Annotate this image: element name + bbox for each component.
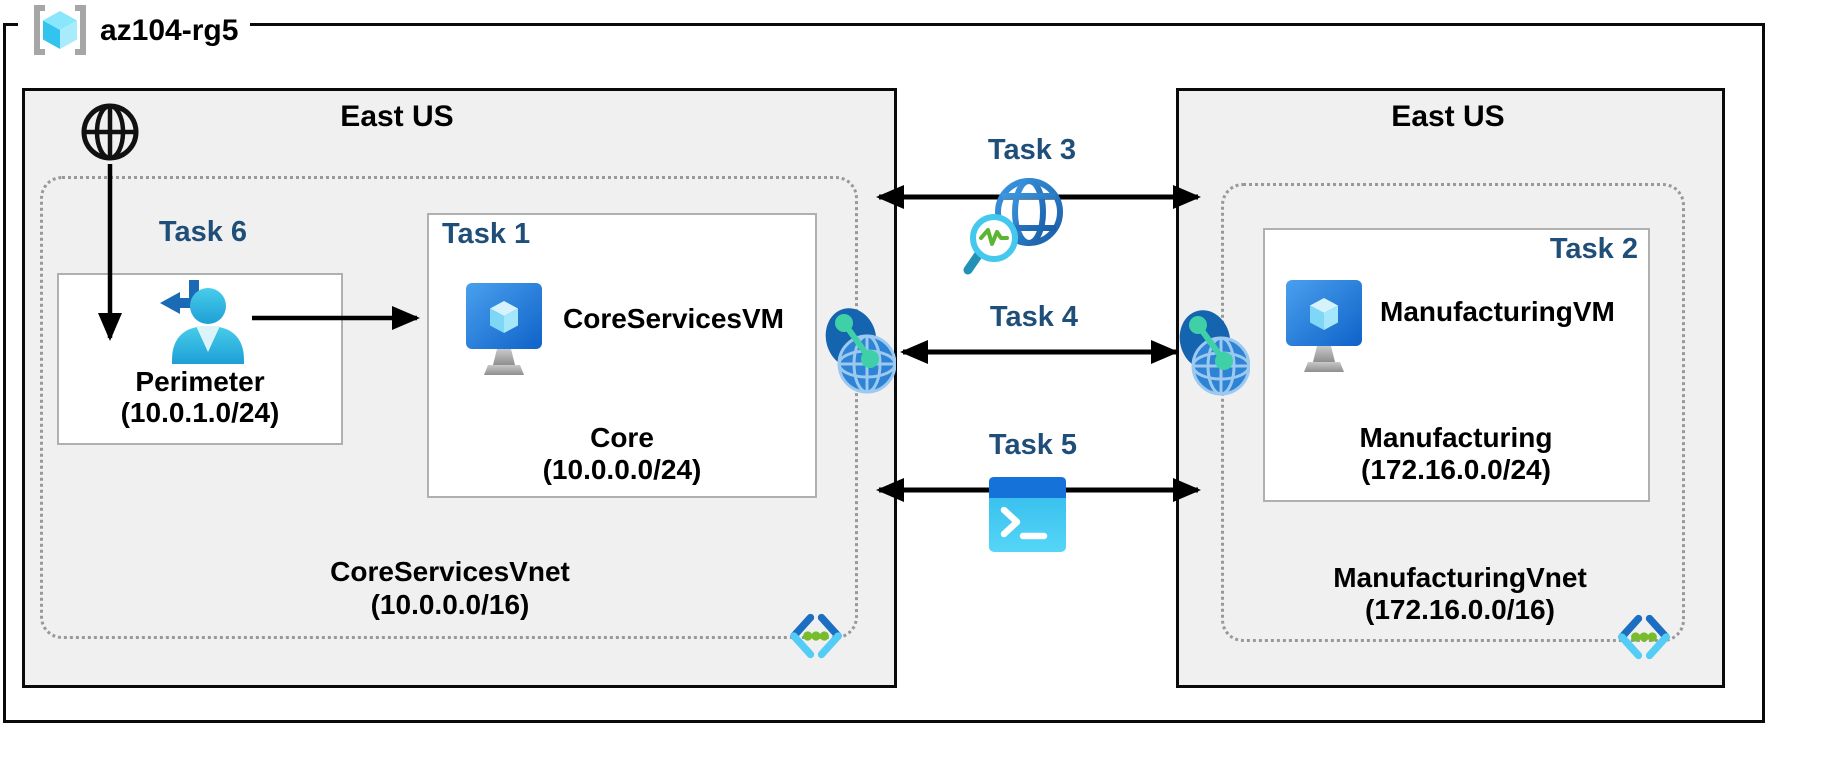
vnet-manufacturing-name: ManufacturingVnet: [1333, 562, 1587, 593]
task4-label: Task 4: [989, 301, 1079, 333]
resource-group-title: az104-rg5: [100, 14, 239, 47]
internet-globe-icon: [81, 103, 139, 161]
subnet-core-name: Core: [590, 422, 654, 453]
virtual-machine-icon: [466, 283, 542, 375]
vnet-peering-icon: [825, 308, 896, 394]
virtual-network-icon: [1618, 614, 1670, 660]
task3-label: Task 3: [987, 134, 1077, 166]
vnet-peering-icon: [1179, 310, 1250, 396]
vnet-coreservices-cidr: (10.0.0.0/16): [370, 589, 530, 620]
vm-manufacturing-name: ManufacturingVM: [1380, 296, 1615, 327]
task5-label: Task 5: [988, 429, 1078, 461]
region-right-title: East US: [1391, 100, 1505, 133]
powershell-terminal-icon: [989, 477, 1066, 552]
task1-label: Task 1: [442, 218, 531, 250]
region-left-title: East US: [340, 100, 454, 133]
subnet-perimeter-cidr: (10.0.1.0/24): [120, 397, 280, 428]
task6-label: Task 6: [158, 216, 248, 248]
virtual-network-icon: [790, 613, 842, 659]
user-connect-icon: [160, 280, 244, 364]
subnet-box-core: [427, 213, 817, 498]
subnet-core-cidr: (10.0.0.0/24): [542, 454, 702, 485]
subnet-perimeter-name: Perimeter: [135, 366, 265, 397]
vnet-boundary-manufacturing: [1221, 183, 1685, 642]
subnet-manufacturing-cidr: (172.16.0.0/24): [1361, 454, 1551, 485]
resource-group-icon: [34, 5, 86, 55]
vm-core-name: CoreServicesVM: [563, 303, 785, 334]
resource-group-box: [3, 23, 1765, 723]
network-watcher-icon: [963, 178, 1063, 275]
vnet-boundary-coreservices: [40, 176, 858, 639]
subnet-manufacturing-name: Manufacturing: [1359, 422, 1553, 453]
vnet-manufacturing-cidr: (172.16.0.0/16): [1365, 594, 1555, 625]
virtual-machine-icon: [1286, 280, 1362, 372]
task2-label: Task 2: [1549, 233, 1638, 265]
vnet-coreservices-name: CoreServicesVnet: [330, 556, 570, 587]
